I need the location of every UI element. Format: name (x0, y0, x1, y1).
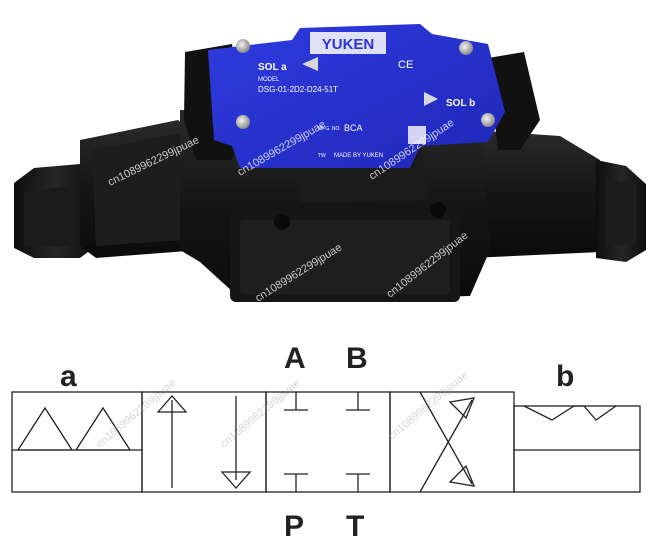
logo-text: YUKEN (322, 36, 375, 53)
port-P: P (284, 510, 304, 539)
solenoid-b-wedge-icon (523, 405, 617, 421)
screw-icon (481, 113, 495, 127)
envelope-center (265, 391, 391, 493)
arrow-up-icon (156, 395, 188, 413)
qr-code-icon (408, 126, 426, 144)
watermark-text: cn1089962299jpuae (99, 300, 191, 330)
solenoid-a-triangle-icon (74, 406, 132, 451)
model-number: DSG-01-2D2-D24-51T (258, 85, 338, 94)
label-a: a (60, 360, 77, 393)
port-B: B (346, 342, 368, 375)
watermark-text: cn1089962299jpuae (94, 377, 178, 450)
sol-a-arrow-icon (302, 57, 318, 71)
mfg-caption: MFG. NO. (318, 126, 341, 132)
tw-mark: TW (318, 153, 326, 159)
watermark-text: cn1089962299jpuae (218, 377, 302, 450)
port-A: A (284, 342, 306, 375)
arrow-cross-down-icon (448, 464, 476, 487)
mfg-value: BCA (344, 123, 363, 133)
model-caption: MODEL (258, 77, 280, 83)
ce-mark: CE (398, 59, 413, 71)
valve-photo: YUKEN CE SOL a MODEL DSG-01-2D2-D24-51T … (14, 24, 646, 330)
arrow-down-icon (220, 471, 252, 489)
label-b: b (556, 360, 574, 393)
screw-icon (459, 41, 473, 55)
screw-icon (236, 39, 250, 53)
arrow-cross-up-icon (448, 397, 476, 420)
solenoid-b-box (513, 405, 641, 493)
screw-icon (236, 115, 250, 129)
envelope-cross (389, 391, 515, 493)
solenoid-a-triangle-icon (16, 406, 74, 451)
sol-b-text: SOL b (446, 98, 475, 109)
solenoid-a-box (11, 391, 143, 493)
watermark-text: cn1089962299jpuae (386, 369, 470, 442)
envelope-parallel (141, 391, 267, 493)
sol-a-text: SOL a (258, 62, 287, 73)
sol-b-arrow-icon (424, 92, 438, 106)
nameplate: YUKEN CE SOL a MODEL DSG-01-2D2-D24-51T … (208, 24, 505, 168)
right-solenoid (470, 130, 646, 262)
port-T: T (346, 510, 364, 539)
left-solenoid (14, 120, 200, 258)
made-by-text: MADE BY YUKEN (334, 153, 383, 159)
